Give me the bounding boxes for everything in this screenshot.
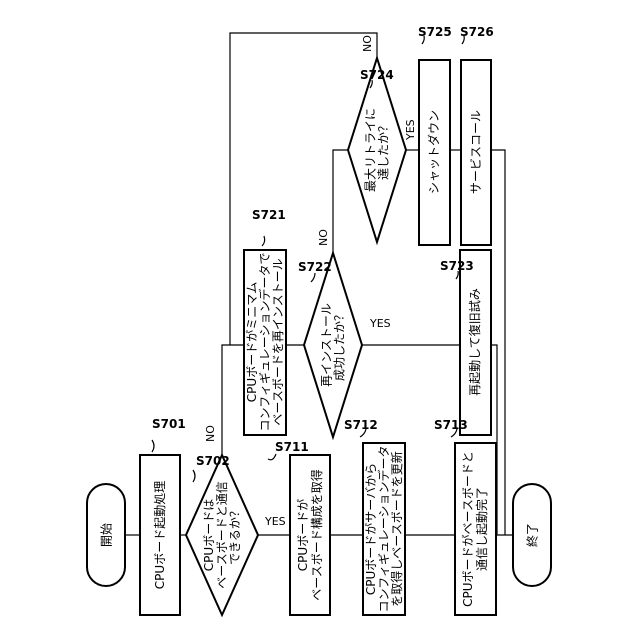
s721-text-line: CPUボードがミニマム <box>244 282 259 402</box>
end-text: 終了 <box>525 523 540 547</box>
s713-text-line: CPUボードがベースボードと <box>460 451 475 607</box>
s724-yes: YES <box>404 119 417 141</box>
s726-text: サービスコール <box>469 110 483 194</box>
s721-text-line: コンフィギュレーションデータで <box>257 253 272 432</box>
node-texts: 開始 CPUボード起動処理 CPUボードはベースボードと通信できるか？ CPUボードが… <box>100 108 540 612</box>
s722-text: 再インストール成功したか？ <box>319 303 346 387</box>
s721-text-line: ベースボードを再インストール <box>271 258 285 425</box>
start-text-line: 開始 <box>100 523 114 547</box>
s702-text-line: ベースボードと通信 <box>215 481 229 588</box>
s724-text-line: 最大リトライに <box>363 108 377 192</box>
s725-text-line: シャットダウン <box>426 110 441 194</box>
s712-text-line: CPUボードがサーバから <box>363 463 378 595</box>
s725-text: シャットダウン <box>426 110 441 194</box>
s724-text: 最大リトライに達したか？ <box>363 108 390 192</box>
s723-id: S723 <box>440 259 474 273</box>
s724-text-line: 達したか？ <box>376 120 390 180</box>
leader-s711 <box>268 454 276 460</box>
s702-yes: YES <box>264 515 286 528</box>
leader-s721 <box>262 236 265 246</box>
start-text: 開始 <box>100 523 114 547</box>
s721-id: S721 <box>252 208 286 222</box>
s701-text: CPUボード起動処理 <box>153 481 167 589</box>
s702-id: S702 <box>196 454 230 468</box>
s726-id: S726 <box>460 25 494 39</box>
leader-s701 <box>152 440 154 452</box>
end-text-line: 終了 <box>525 523 540 547</box>
s711-id: S711 <box>275 440 309 454</box>
s713-text-line: 通信し起動完了 <box>474 487 489 571</box>
s701-text-line: CPUボード起動処理 <box>153 481 167 589</box>
s725-id: S725 <box>418 25 452 39</box>
s722-id: S722 <box>298 260 332 274</box>
s726-text-line: サービスコール <box>469 110 483 194</box>
s724-id: S724 <box>360 68 394 82</box>
s711-text-line: ベースボード構成を取得 <box>309 469 324 600</box>
s722-no: NO <box>317 229 330 246</box>
s702-text-line: できるか？ <box>228 505 242 565</box>
s722-yes: YES <box>369 317 391 330</box>
s701-id: S701 <box>152 417 186 431</box>
s713-id: S713 <box>434 418 468 432</box>
s711-text-line: CPUボードが <box>295 499 310 571</box>
leader-s722 <box>311 273 315 282</box>
s722-text-line: 再インストール <box>319 303 333 387</box>
s723-text-line: 再起動して復旧試み <box>467 288 482 396</box>
s724-no: NO <box>361 35 374 52</box>
s702-text-line: CPUボードは <box>202 499 216 571</box>
s722-text-line: 成功したか？ <box>332 309 346 381</box>
s712-text: CPUボードがサーバからコンフィギュレーションデータを取得しベースボードを更新 <box>363 446 404 613</box>
arrow-s702-no <box>222 345 244 455</box>
s702-no: NO <box>204 425 217 442</box>
s723-text: 再起動して復旧試み <box>467 288 482 396</box>
arrow-s722-no <box>333 150 348 253</box>
leader-s702 <box>193 470 195 482</box>
s712-text-line: コンフィギュレーションデータ <box>376 446 391 613</box>
s712-id: S712 <box>344 418 378 432</box>
s712-text-line: を取得しベースボードを更新 <box>389 451 404 606</box>
